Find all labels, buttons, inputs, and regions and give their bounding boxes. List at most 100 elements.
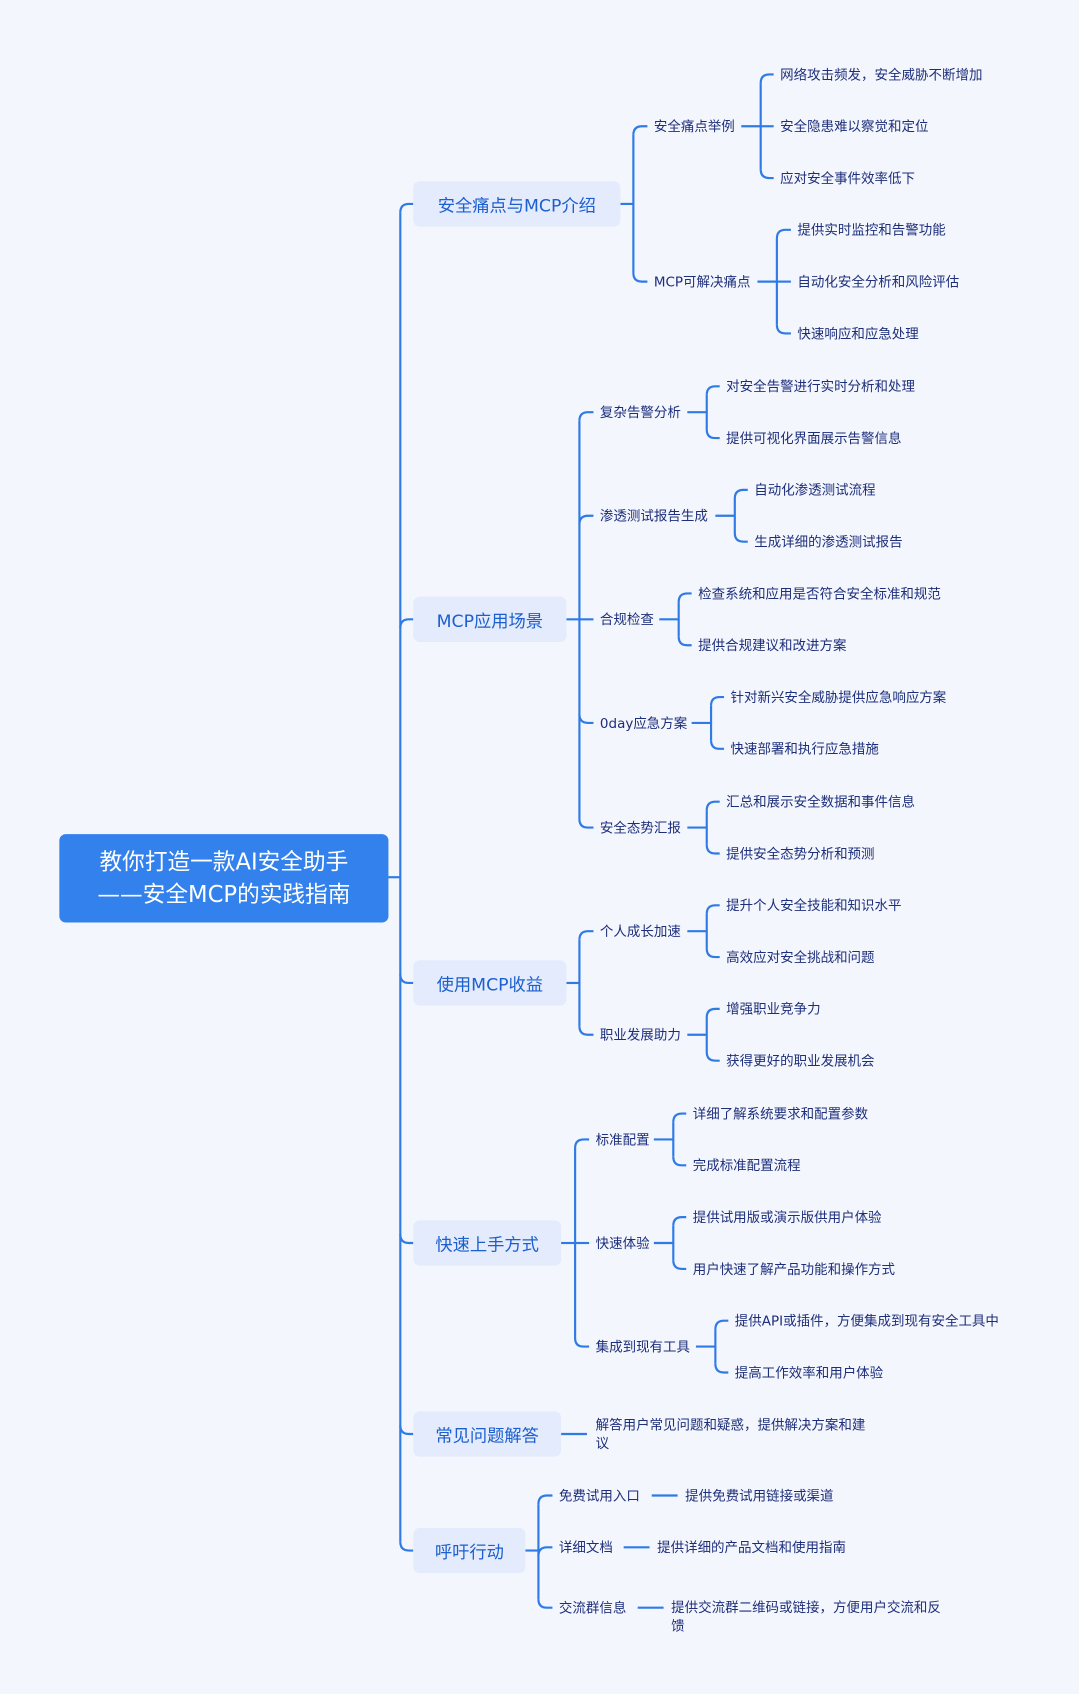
topic-label: 快速上手方式 bbox=[435, 1234, 539, 1255]
topic-1[interactable]: 安全痛点与MCP介绍 bbox=[413, 181, 621, 227]
leaf[interactable]: 提供可视化界面展示告警信息 bbox=[726, 429, 902, 447]
leaf[interactable]: 汇总和展示安全数据和事件信息 bbox=[726, 793, 916, 810]
subtopic-branch bbox=[775, 324, 791, 335]
trunk-branch bbox=[399, 1234, 414, 1245]
leaf[interactable]: 自动化安全分析和风险评估 bbox=[797, 273, 960, 290]
subtopic[interactable]: MCP可解决痛点 bbox=[653, 273, 751, 290]
leaf[interactable]: 提供实时监控和告警功能 bbox=[797, 221, 946, 238]
topic-3[interactable]: 使用MCP收益 bbox=[413, 960, 567, 1006]
leaf[interactable]: 安全隐患难以察觉和定位 bbox=[780, 118, 929, 135]
leaf[interactable]: 提供试用版或演示版供用户体验 bbox=[692, 1209, 882, 1226]
subtopic[interactable]: 安全痛点举例 bbox=[653, 118, 735, 135]
subtopic-branch bbox=[705, 904, 720, 914]
subtopic-branch bbox=[672, 1216, 687, 1226]
leaf[interactable]: 网络攻击频发，安全威胁不断增加 bbox=[780, 66, 983, 83]
subtopic-branch bbox=[672, 1112, 687, 1123]
subtopic-branch bbox=[677, 592, 692, 603]
leaf[interactable]: 检查系统和应用是否符合安全标准和规范 bbox=[698, 585, 941, 602]
trunk-branch bbox=[399, 1425, 414, 1436]
topic-1-branch bbox=[632, 272, 648, 283]
subtopic-branch bbox=[759, 169, 774, 180]
leaf[interactable]: 生成详细的渗透测试报告 bbox=[754, 533, 903, 550]
subtopic-branch bbox=[705, 385, 720, 395]
leaf[interactable]: 快速部署和执行应急措施 bbox=[730, 740, 879, 757]
leaf[interactable]: 完成标准配置流程 bbox=[692, 1157, 801, 1174]
subtopic[interactable]: 标准配置 bbox=[595, 1131, 650, 1148]
trunk-branch bbox=[399, 618, 414, 629]
leaf[interactable]: 对安全告警进行实时分析和处理 bbox=[726, 378, 916, 395]
subtopic[interactable]: 职业发展助力 bbox=[599, 1026, 681, 1043]
leaf[interactable]: 增强职业竞争力 bbox=[726, 1000, 821, 1017]
topic-6-branch bbox=[537, 1599, 553, 1609]
topic-4[interactable]: 快速上手方式 bbox=[413, 1220, 562, 1266]
subtopic-branch bbox=[709, 695, 725, 706]
leaf[interactable]: 提供API或插件，方便集成到现有安全工具中 bbox=[734, 1312, 999, 1329]
subtopic[interactable]: 渗透测试报告生成 bbox=[599, 507, 708, 524]
subtopic[interactable]: 0day应急方案 bbox=[599, 714, 688, 732]
leaf[interactable]: 获得更好的职业发展机会 bbox=[726, 1052, 875, 1069]
subtopic[interactable]: 安全态势汇报 bbox=[599, 819, 681, 836]
topic-2[interactable]: MCP应用场景 bbox=[413, 596, 567, 643]
topic-2-branch bbox=[578, 714, 594, 725]
topic-6-branch bbox=[537, 1546, 553, 1556]
subtopic[interactable]: 快速体验 bbox=[595, 1234, 650, 1252]
subtopic-branch bbox=[705, 429, 720, 440]
leaf[interactable]: 用户快速了解产品功能和操作方式 bbox=[692, 1260, 896, 1277]
trunk-branch bbox=[399, 974, 414, 985]
subtopic-branch bbox=[672, 1260, 687, 1270]
topic-3-branch bbox=[578, 930, 594, 940]
subtopic-branch bbox=[705, 844, 720, 855]
subtopic-branch bbox=[672, 1156, 687, 1167]
subtopic-branch bbox=[705, 1051, 720, 1062]
root-topic[interactable]: 教你打造一款AI安全助手 ——安全MCP的实践指南 bbox=[59, 834, 389, 923]
leaf[interactable]: 详细了解系统要求和配置参数 bbox=[692, 1105, 869, 1122]
leaf[interactable]: 应对安全事件效率低下 bbox=[780, 169, 916, 187]
leaf[interactable]: 提供免费试用链接或渠道 bbox=[685, 1487, 834, 1504]
leaf[interactable]: 提高工作效率和用户体验 bbox=[734, 1364, 884, 1381]
subtopic[interactable]: 免费试用入口 bbox=[558, 1487, 640, 1504]
trunk-branch bbox=[399, 1541, 414, 1552]
subtopic-branch bbox=[733, 532, 748, 543]
topic-2-branch bbox=[578, 818, 594, 829]
leaf[interactable]: 提供交流群二维码或链接，方便用户交流和反馈 bbox=[671, 1599, 941, 1634]
topic-label: 使用MCP收益 bbox=[436, 974, 544, 995]
trunk-branch bbox=[399, 202, 414, 213]
subtopic[interactable]: 合规检查 bbox=[599, 611, 654, 628]
subtopic-branch bbox=[733, 488, 748, 499]
leaf[interactable]: 快速响应和应急处理 bbox=[797, 325, 919, 342]
topic-4-branch bbox=[574, 1138, 590, 1149]
topic-label: 常见问题解答 bbox=[435, 1425, 539, 1446]
topic-6[interactable]: 呼吁行动 bbox=[413, 1527, 526, 1574]
leaf[interactable]: 针对新兴安全威胁提供应急响应方案 bbox=[730, 688, 947, 706]
topic-3-branch bbox=[578, 1026, 594, 1036]
subtopic-branch bbox=[775, 228, 791, 239]
leaf[interactable]: 提供详细的产品文档和使用指南 bbox=[657, 1539, 846, 1556]
subtopic-branch bbox=[677, 636, 692, 647]
subtopic[interactable]: 详细文档 bbox=[558, 1539, 613, 1556]
leaf[interactable]: 提供安全态势分析和预测 bbox=[726, 845, 875, 862]
topic-label: 呼吁行动 bbox=[434, 1541, 504, 1563]
leaf[interactable]: 高效应对安全挑战和问题 bbox=[726, 948, 875, 966]
topic-2-branch bbox=[578, 411, 594, 421]
subtopic-branch bbox=[714, 1319, 729, 1330]
leaf[interactable]: 提升个人安全技能和知识水平 bbox=[726, 897, 902, 914]
subtopic-branch bbox=[714, 1363, 729, 1374]
subtopic[interactable]: 集成到现有工具 bbox=[595, 1338, 691, 1355]
leaf[interactable]: 提供合规建议和改进方案 bbox=[698, 637, 847, 654]
subtopic-branch bbox=[709, 740, 725, 750]
root-title-line1: 教你打造一款AI安全助手 bbox=[99, 849, 349, 876]
topic-4-branch bbox=[574, 1337, 590, 1348]
subtopic[interactable]: 交流群信息 bbox=[558, 1599, 627, 1616]
subtopic[interactable]: 解答用户常见问题和疑惑，提供解决方案和建议 bbox=[595, 1416, 866, 1452]
subtopic-branch bbox=[759, 73, 774, 84]
leaf[interactable]: 自动化渗透测试流程 bbox=[754, 481, 876, 498]
topic-label: 安全痛点与MCP介绍 bbox=[437, 195, 596, 216]
root-title-line2: ——安全MCP的实践指南 bbox=[97, 881, 351, 908]
subtopic[interactable]: 个人成长加速 bbox=[599, 923, 681, 940]
subtopic[interactable]: 复杂告警分析 bbox=[599, 404, 681, 421]
topic-5[interactable]: 常见问题解答 bbox=[413, 1411, 562, 1457]
topic-label: MCP应用场景 bbox=[436, 610, 544, 632]
subtopic-branch bbox=[705, 948, 720, 959]
